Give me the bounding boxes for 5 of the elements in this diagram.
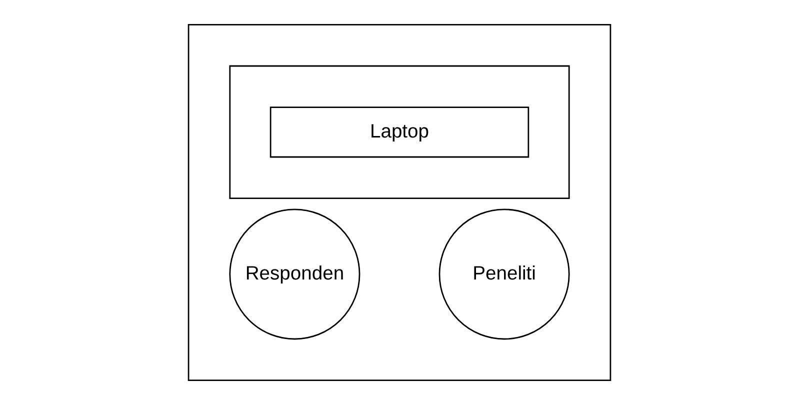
node-circle: Responden [229,208,360,340]
cluster [188,24,612,382]
node-box: Laptop [270,106,530,158]
node-circle: Peneliti [438,208,570,340]
cluster [229,65,570,200]
